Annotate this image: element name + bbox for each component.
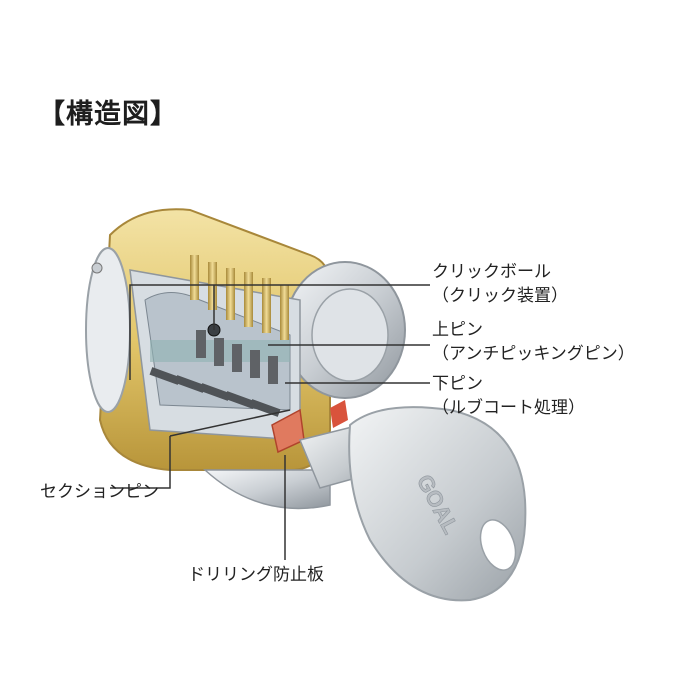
lower-pins — [196, 330, 278, 384]
label-drilling-plate-text: ドリリング防止板 — [188, 565, 324, 585]
key: GOAL — [298, 406, 527, 602]
label-section-pin-text: セクションピン — [40, 482, 159, 502]
label-lower-pin-line1: 下ピン — [432, 374, 483, 394]
section-pins — [149, 367, 281, 417]
label-click-ball-line2: （クリック装置） — [432, 286, 568, 306]
label-section-pin: セクションピン — [40, 480, 159, 504]
label-lower-pin: 下ピン （ルブコート処理） — [432, 372, 585, 420]
label-upper-pin-line2: （アンチピッキングピン） — [432, 344, 635, 364]
leader-lines — [110, 284, 430, 560]
upper-pins — [190, 255, 289, 340]
label-click-ball: クリックボール （クリック装置） — [432, 260, 568, 308]
label-upper-pin-line1: 上ピン — [432, 320, 483, 340]
label-lower-pin-line2: （ルブコート処理） — [432, 398, 585, 418]
label-click-ball-line1: クリックボール — [432, 262, 551, 282]
label-upper-pin: 上ピン （アンチピッキングピン） — [432, 318, 635, 366]
anti-drill-plate — [271, 400, 348, 454]
diagram-title: 【構造図】 — [38, 99, 178, 130]
label-drilling-plate: ドリリング防止板 — [188, 563, 324, 587]
